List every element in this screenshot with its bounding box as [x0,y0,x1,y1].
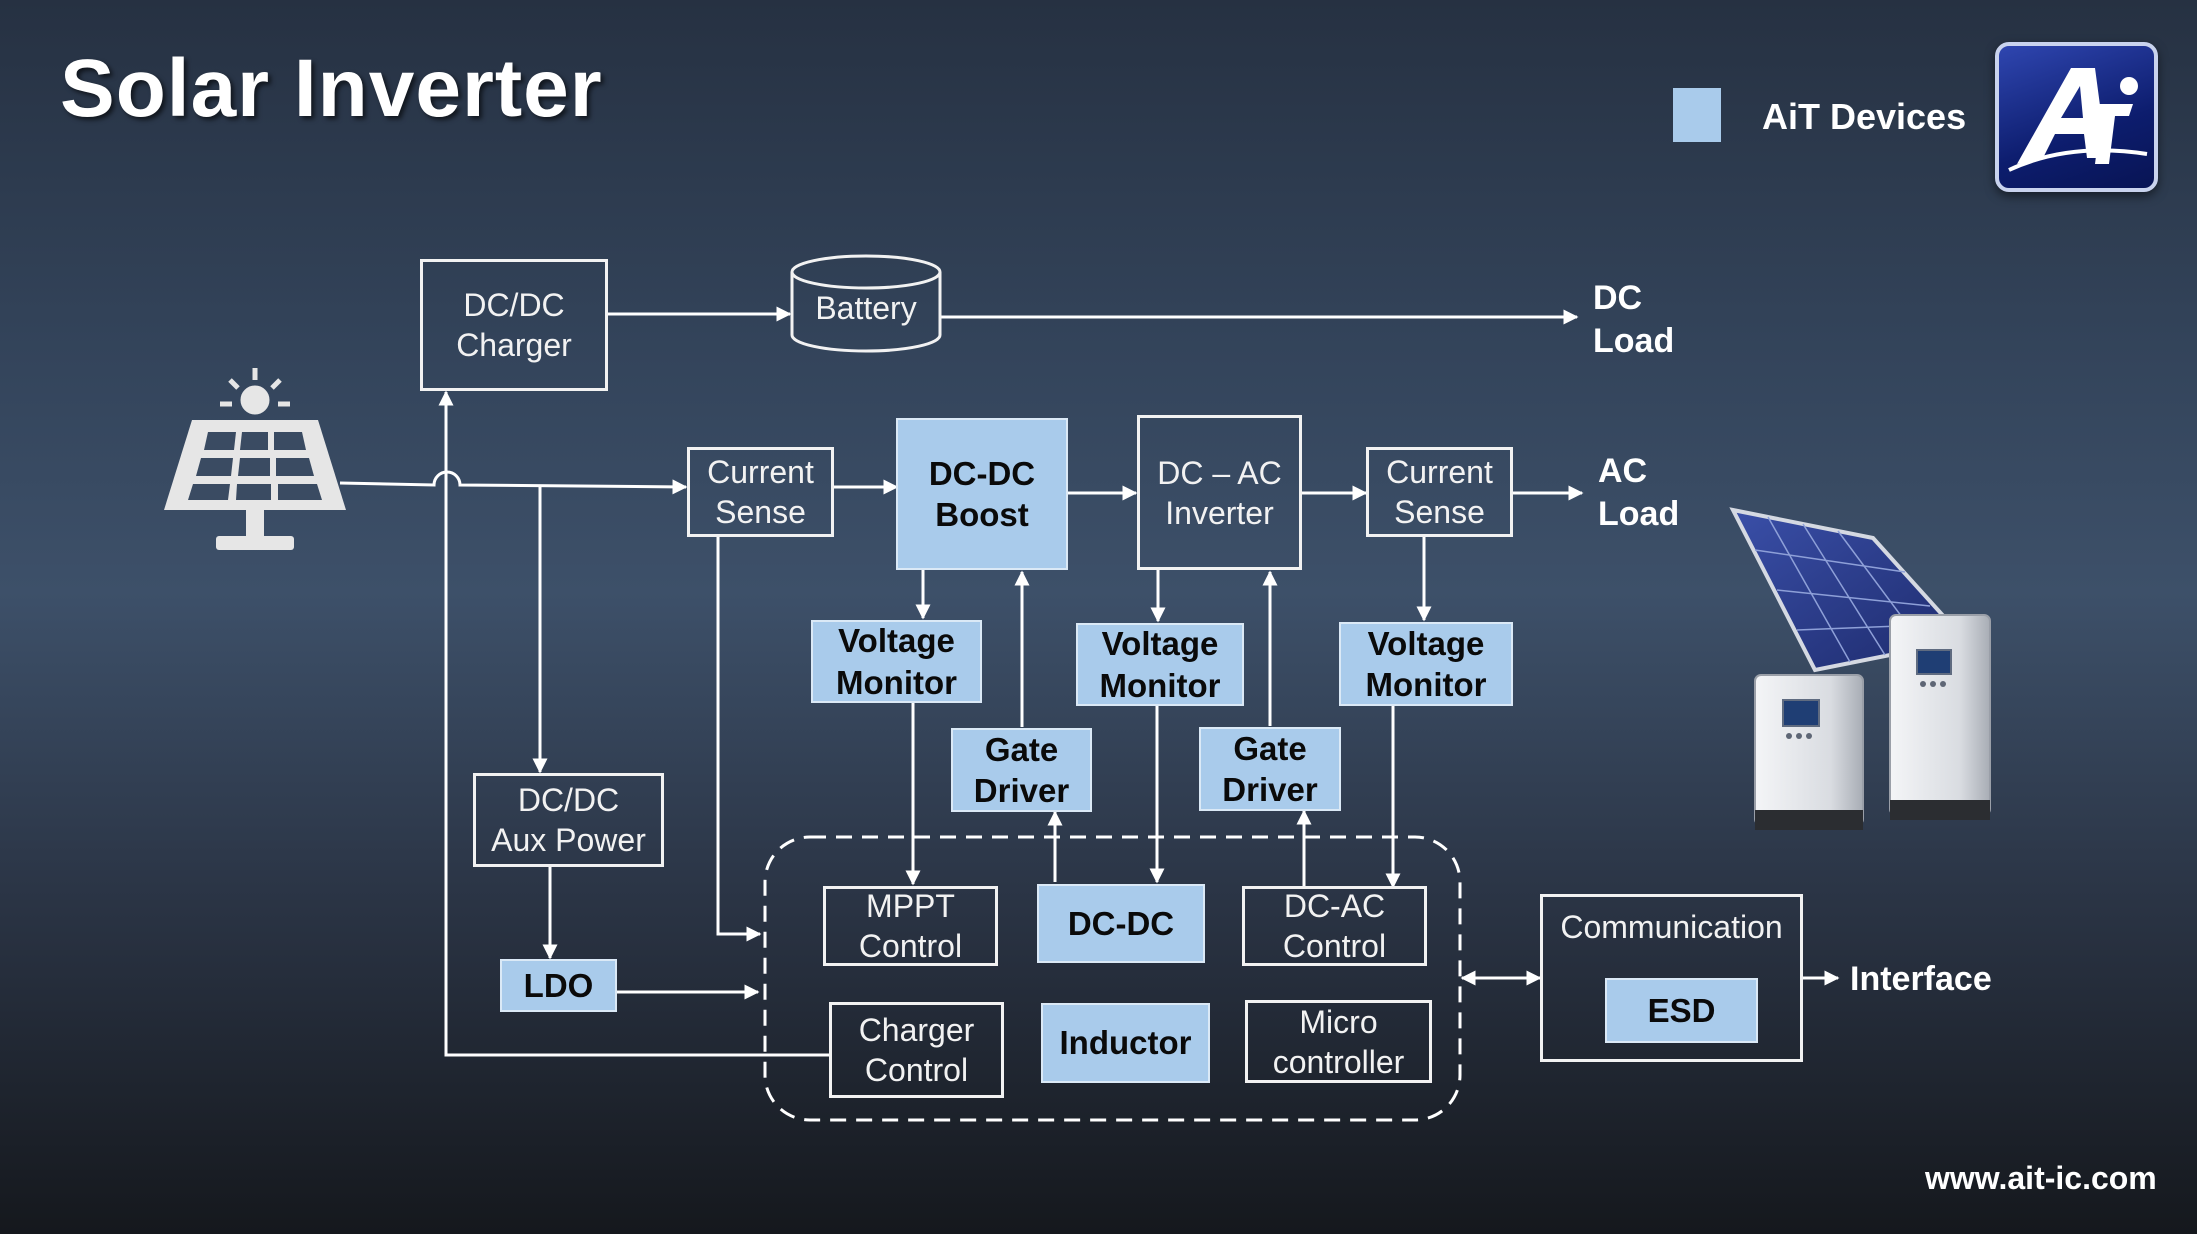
gate-driver-2-line2: Driver [1222,771,1318,808]
dcdc-charger-line1: DC/DC [463,287,565,323]
dcdc-block: DC-DC [1037,884,1205,963]
ac-load-line1: AC [1598,452,1648,490]
charger-control-line1: Charger [858,1012,975,1048]
battery-cylinder [790,254,942,353]
current-sense-2-line1: Current [1386,454,1493,490]
voltage-monitor-2-line1: Voltage [1101,625,1219,663]
dcdc-charger-line2: Charger [456,327,572,363]
dcdc-aux-power-line2: Aux Power [491,822,646,858]
esd-block: ESD [1605,978,1758,1043]
gate-driver-1-line2: Driver [973,772,1070,809]
dcdc-boost-block: DC-DC Boost [896,418,1068,570]
mppt-control-block: MPPT Control [823,886,998,966]
dcdc-aux-power-block: DC/DC Aux Power [473,773,664,867]
voltage-monitor-3-block: Voltage Monitor [1339,622,1513,706]
ac-load-line2: Load [1598,494,1680,533]
gate-driver-1-line1: Gate [984,730,1059,768]
dcac-control-block: DC-AC Control [1242,886,1427,966]
interface-text: Interface [1850,960,1992,998]
legend-label: AiT Devices [1762,96,1967,137]
esd-label: ESD [1647,991,1716,1029]
gate-driver-2-block: Gate Driver [1199,727,1341,811]
current-sense-1-line1: Current [707,454,814,490]
page-title: Solar Inverter [60,43,603,134]
dc-load-label: DC Load [1593,277,1674,362]
charger-control-block: Charger Control [829,1002,1004,1098]
legend-swatch [1673,88,1721,142]
ac-load-label: AC Load [1598,450,1679,535]
ldo-block: LDO [500,959,617,1012]
dcdc-boost-line2: Boost [935,496,1029,533]
current-sense-1-block: Current Sense [687,447,834,537]
dcdc-boost-line1: DC-DC [928,454,1036,492]
dcdc-charger-block: DC/DC Charger [420,259,608,391]
ait-logo [1995,42,2158,192]
gate-driver-2-line1: Gate [1233,729,1307,767]
voltage-monitor-3-line1: Voltage [1367,624,1485,662]
microcontroller-block: Micro controller [1245,1000,1432,1083]
dc-load-line2: Load [1593,321,1675,360]
voltage-monitor-1-line2: Monitor [836,663,957,701]
dcdc-aux-power-line1: DC/DC [517,782,620,818]
gate-driver-1-block: Gate Driver [951,728,1092,812]
dcac-control-line2: Control [1282,928,1387,964]
microcontroller-line2: controller [1272,1043,1405,1080]
charger-control-line2: Control [864,1052,969,1088]
dc-load-line1: DC [1593,279,1643,317]
solar-panel-icon [164,368,346,550]
inductor-block: Inductor [1041,1003,1210,1083]
communication-block: Communication [1540,894,1803,1062]
voltage-monitor-2-block: Voltage Monitor [1076,623,1244,706]
inverter-product-image [1729,507,1991,830]
mppt-control-line1: MPPT [866,888,955,924]
battery-label: Battery [815,290,917,326]
footer-url: www.ait-ic.com [1925,1160,2157,1196]
dcac-inverter-line2: Inverter [1165,494,1274,531]
dcdc-label: DC-DC [1067,904,1175,942]
current-sense-2-block: Current Sense [1366,447,1513,537]
mppt-control-line2: Control [858,928,963,964]
current-sense-2-line2: Sense [1394,494,1485,530]
communication-label: Communication [1560,909,1783,945]
dcac-inverter-line1: DC – AC [1157,454,1282,491]
voltage-monitor-2-line2: Monitor [1099,666,1221,704]
voltage-monitor-3-line2: Monitor [1365,666,1487,703]
inductor-label: Inductor [1059,1024,1192,1062]
ldo-label: LDO [523,966,594,1004]
voltage-monitor-1-block: Voltage Monitor [811,620,982,703]
voltage-monitor-1-line1: Voltage [838,622,955,660]
current-sense-1-line2: Sense [715,494,806,530]
microcontroller-line1: Micro [1299,1003,1378,1040]
interface-label: Interface [1850,958,1992,1001]
dcac-inverter-block: DC – AC Inverter [1137,415,1302,570]
dcac-control-line1: DC-AC [1283,888,1386,924]
